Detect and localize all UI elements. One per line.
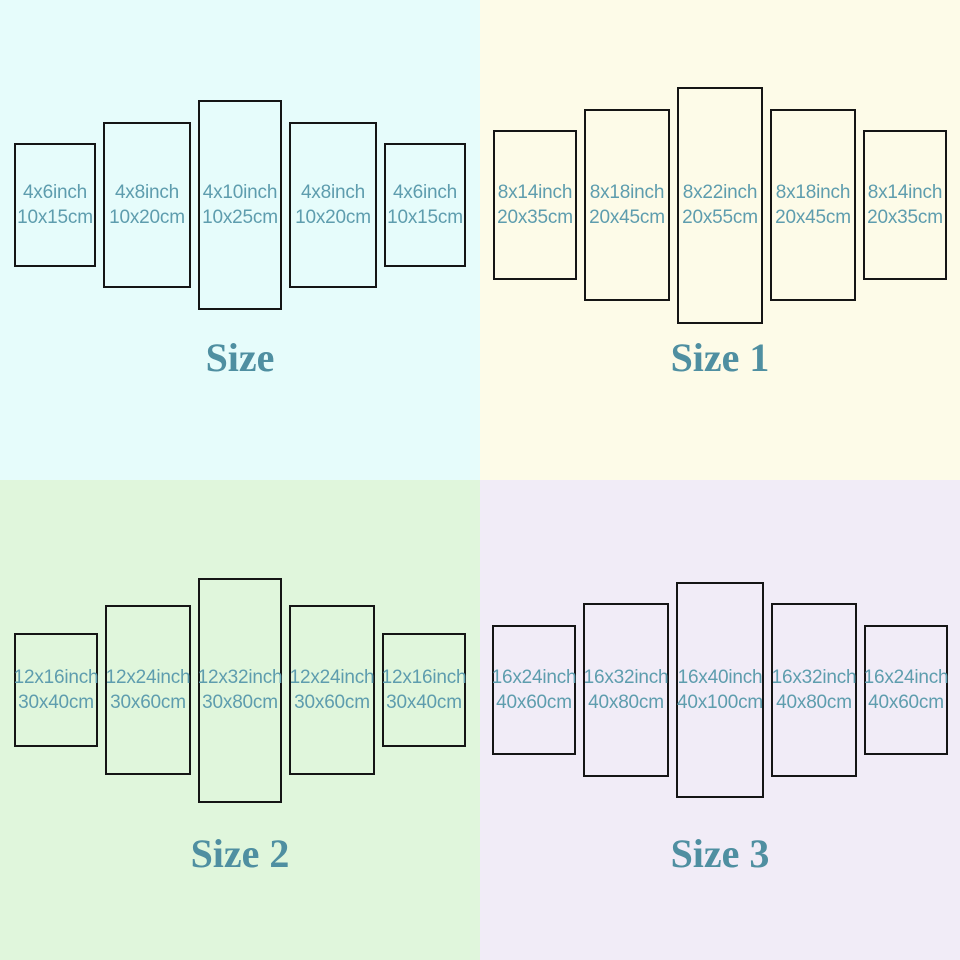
- size-chart-size: 4x6inch 10x15cm 4x8inch 10x20cm 4x10inch…: [0, 0, 480, 480]
- canvas-panel: 4x8inch 10x20cm: [289, 122, 377, 288]
- panel-row: 16x24inch 40x60cm 16x32inch 40x80cm 16x4…: [480, 480, 960, 900]
- canvas-panel: 16x40inch 40x100cm: [676, 582, 764, 798]
- panel-size-label: 8x18inch 20x45cm: [775, 180, 851, 230]
- panel-size-inch: 8x18inch: [775, 182, 851, 203]
- canvas-panel: 12x32inch 30x80cm: [198, 577, 283, 803]
- panel-size-cm: 20x45cm: [589, 207, 665, 228]
- panel-size-cm: 10x25cm: [202, 207, 278, 228]
- panel-size-label: 16x24inch 40x60cm: [492, 665, 577, 715]
- panel-size-inch: 16x40inch: [677, 667, 763, 688]
- panel-size-cm: 30x40cm: [386, 692, 462, 713]
- canvas-panel: 16x32inch 40x80cm: [771, 603, 857, 777]
- panel-size-label: 16x32inch 40x80cm: [772, 665, 857, 715]
- panel-size-label: 4x6inch 10x15cm: [17, 180, 93, 230]
- panel-size-inch: 4x6inch: [392, 182, 458, 203]
- panel-size-label: 4x8inch 10x20cm: [295, 180, 371, 230]
- panel-size-cm: 10x15cm: [387, 207, 463, 228]
- chart-title: Size 3: [670, 831, 770, 876]
- panel-size-cm: 40x60cm: [496, 692, 572, 713]
- canvas-panel: 8x22inch 20x55cm: [677, 86, 763, 324]
- panel-row: 4x6inch 10x15cm 4x8inch 10x20cm 4x10inch…: [0, 0, 480, 410]
- canvas-panel: 12x24inch 30x60cm: [289, 605, 375, 775]
- canvas-panel: 8x18inch 20x45cm: [770, 109, 856, 301]
- panel-size-label: 4x8inch 10x20cm: [109, 180, 185, 230]
- panel-size-cm: 40x80cm: [588, 692, 664, 713]
- chart-title: Size: [205, 335, 275, 380]
- panel-size-inch: 8x14inch: [867, 182, 943, 203]
- panel-size-inch: 4x8inch: [300, 182, 366, 203]
- panel-row: 8x14inch 20x35cm 8x18inch 20x45cm 8x22in…: [480, 0, 960, 410]
- panel-size-inch: 4x8inch: [114, 182, 180, 203]
- canvas-panel: 16x24inch 40x60cm: [492, 625, 577, 755]
- panel-size-inch: 8x18inch: [589, 182, 665, 203]
- panel-size-cm: 10x20cm: [109, 207, 185, 228]
- panel-size-inch: 16x24inch: [863, 667, 949, 688]
- canvas-panel: 12x16inch 30x40cm: [382, 633, 467, 747]
- panel-size-label: 12x24inch 30x60cm: [290, 665, 375, 715]
- panel-size-cm: 10x20cm: [295, 207, 371, 228]
- panel-size-inch: 8x22inch: [682, 182, 758, 203]
- canvas-panel: 12x16inch 30x40cm: [14, 633, 99, 747]
- panel-size-inch: 16x24inch: [491, 667, 577, 688]
- panel-size-cm: 20x35cm: [867, 207, 943, 228]
- panel-size-label: 4x6inch 10x15cm: [387, 180, 463, 230]
- panel-size-label: 12x16inch 30x40cm: [14, 665, 99, 715]
- panel-size-cm: 10x15cm: [17, 207, 93, 228]
- panel-size-inch: 8x14inch: [497, 182, 573, 203]
- panel-size-inch: 16x32inch: [771, 667, 857, 688]
- panel-size-cm: 40x60cm: [868, 692, 944, 713]
- panel-size-inch: 12x16inch: [13, 667, 99, 688]
- panel-size-label: 12x24inch 30x60cm: [106, 665, 191, 715]
- canvas-panel: 16x24inch 40x60cm: [864, 625, 949, 755]
- canvas-panel: 8x14inch 20x35cm: [863, 130, 947, 280]
- panel-size-cm: 30x40cm: [18, 692, 94, 713]
- canvas-panel: 16x32inch 40x80cm: [583, 603, 669, 777]
- panel-size-inch: 12x24inch: [105, 667, 191, 688]
- panel-size-inch: 12x24inch: [289, 667, 375, 688]
- panel-size-cm: 30x60cm: [110, 692, 186, 713]
- panel-row: 12x16inch 30x40cm 12x24inch 30x60cm 12x3…: [0, 480, 480, 900]
- panel-size-label: 8x18inch 20x45cm: [589, 180, 665, 230]
- panel-size-cm: 20x35cm: [497, 207, 573, 228]
- panel-size-inch: 4x10inch: [202, 182, 278, 203]
- panel-size-cm: 40x80cm: [776, 692, 852, 713]
- panel-size-inch: 16x32inch: [583, 667, 669, 688]
- panel-size-inch: 4x6inch: [22, 182, 88, 203]
- chart-title: Size 2: [190, 831, 290, 876]
- panel-size-cm: 30x60cm: [294, 692, 370, 713]
- panel-size-label: 12x32inch 30x80cm: [198, 665, 283, 715]
- canvas-panel: 12x24inch 30x60cm: [105, 605, 191, 775]
- panel-size-inch: 12x16inch: [381, 667, 467, 688]
- panel-size-label: 16x40inch 40x100cm: [677, 665, 763, 715]
- panel-size-label: 16x32inch 40x80cm: [584, 665, 669, 715]
- size-chart-size-1: 8x14inch 20x35cm 8x18inch 20x45cm 8x22in…: [480, 0, 960, 480]
- panel-size-inch: 12x32inch: [197, 667, 283, 688]
- canvas-panel: 8x14inch 20x35cm: [493, 130, 577, 280]
- canvas-panel: 8x18inch 20x45cm: [584, 109, 670, 301]
- panel-size-label: 4x10inch 10x25cm: [202, 180, 278, 230]
- chart-title: Size 1: [670, 335, 770, 380]
- panel-size-label: 8x14inch 20x35cm: [867, 180, 943, 230]
- panel-size-label: 16x24inch 40x60cm: [864, 665, 949, 715]
- canvas-panel: 4x6inch 10x15cm: [384, 143, 466, 267]
- size-chart-size-3: 16x24inch 40x60cm 16x32inch 40x80cm 16x4…: [480, 480, 960, 960]
- panel-size-cm: 20x45cm: [775, 207, 851, 228]
- canvas-panel: 4x8inch 10x20cm: [103, 122, 191, 288]
- panel-size-cm: 40x100cm: [676, 692, 764, 713]
- canvas-panel: 4x10inch 10x25cm: [198, 100, 282, 310]
- canvas-panel: 4x6inch 10x15cm: [14, 143, 96, 267]
- panel-size-label: 8x14inch 20x35cm: [497, 180, 573, 230]
- panel-size-cm: 20x55cm: [682, 207, 758, 228]
- panel-size-label: 8x22inch 20x55cm: [682, 180, 758, 230]
- size-chart-size-2: 12x16inch 30x40cm 12x24inch 30x60cm 12x3…: [0, 480, 480, 960]
- panel-size-cm: 30x80cm: [202, 692, 278, 713]
- panel-size-label: 12x16inch 30x40cm: [382, 665, 467, 715]
